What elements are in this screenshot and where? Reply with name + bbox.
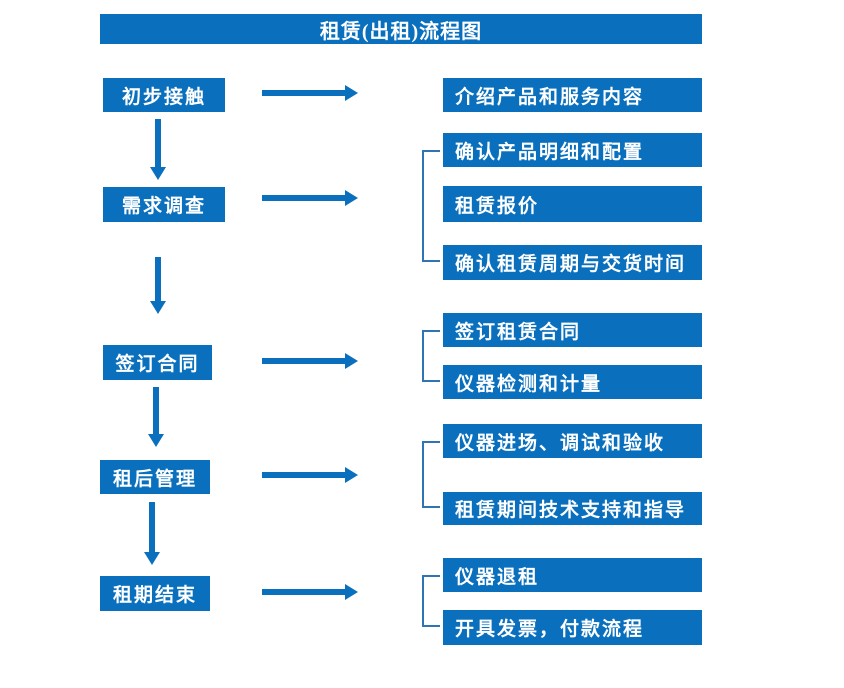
down-arrow: [149, 257, 166, 314]
step-box-rental-end: 租期结束: [100, 576, 210, 611]
bracket: [422, 150, 440, 262]
down-arrow: [143, 502, 160, 565]
right-arrow: [262, 467, 358, 483]
bracket: [422, 330, 440, 382]
step-box-initial-contact: 初步接触: [103, 78, 225, 112]
output-box: 确认产品明细和配置: [443, 133, 702, 167]
output-box: 介绍产品和服务内容: [443, 78, 702, 112]
output-box: 仪器退租: [443, 558, 702, 592]
bracket: [422, 575, 440, 627]
page-title: 租赁(出租)流程图: [100, 14, 702, 44]
output-box: 租赁报价: [443, 186, 702, 222]
output-box: 仪器检测和计量: [443, 365, 702, 399]
bracket: [422, 441, 440, 508]
output-box: 开具发票，付款流程: [443, 610, 702, 645]
down-arrow: [147, 387, 164, 447]
output-box: 仪器进场、调试和验收: [443, 424, 702, 458]
output-box: 租赁期间技术支持和指导: [443, 492, 702, 525]
output-box: 签订租赁合同: [443, 313, 702, 347]
step-box-demand-survey: 需求调查: [103, 187, 225, 222]
right-arrow: [262, 353, 358, 369]
right-arrow: [262, 85, 358, 101]
step-box-sign-contract: 签订合同: [103, 345, 212, 380]
right-arrow: [262, 584, 358, 600]
output-box: 确认租赁周期与交货时间: [443, 245, 702, 280]
right-arrow: [262, 190, 358, 206]
down-arrow: [149, 119, 166, 180]
step-box-post-rental-management: 租后管理: [100, 460, 210, 494]
